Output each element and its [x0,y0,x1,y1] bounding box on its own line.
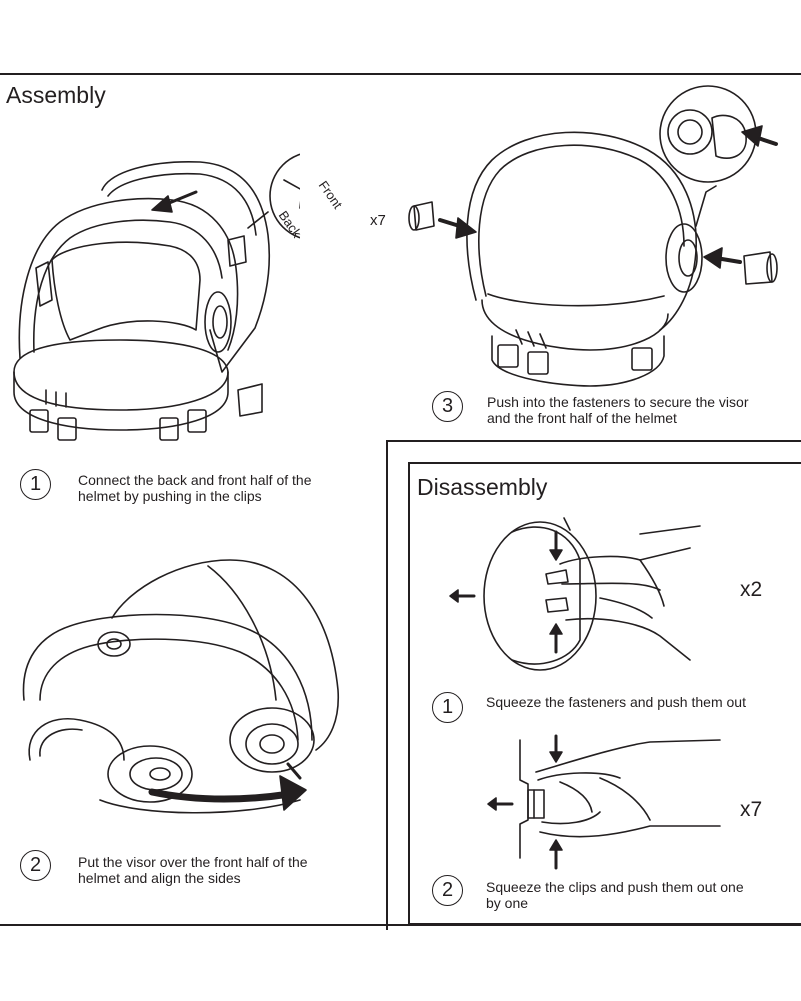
assembly-step-1-number: 1 [20,469,51,500]
helmet-fastener-illustration [408,85,778,387]
fastener-removal-illustration [449,517,701,671]
assembly-right-divider [386,440,801,930]
visor-placement-illustration [22,559,340,814]
assembly-step-1-line2: helmet by pushing in the clips [78,488,262,504]
helmet-halves-illustration [13,153,300,441]
disassembly-step-1-line1: Squeeze the fasteners and push them out [486,694,746,710]
disassembly-step-1-caption: Squeeze the fasteners and push them out [486,694,746,710]
fastener-count: x2 [740,578,763,601]
disassembly-step-2-caption: Squeeze the clips and push them out one … [486,879,744,911]
assembly-panel [0,73,801,926]
disassembly-title: Disassembly [417,474,548,500]
assembly-title: Assembly [6,82,106,108]
assembly-step-1-line1: Connect the back and front half of the [78,472,312,488]
clip-count: x7 [740,798,763,821]
disassembly-step-2-line2: by one [486,895,529,911]
assembly-step-2-line2: helmet and align the sides [78,870,241,886]
assembly-step-3-number: 3 [432,391,463,422]
assembly-step-2-number: 2 [20,850,51,881]
disassembly-step-1-number: 1 [432,692,463,723]
clip-removal-illustration [487,734,721,870]
disassembly-panel [408,462,801,925]
assembly-clip-count: x7 [370,212,386,229]
assembly-step-1-caption: Connect the back and front half of the h… [78,472,312,504]
assembly-step-2-caption: Put the visor over the front half of the… [78,854,308,886]
assembly-step-2-line1: Put the visor over the front half of the [78,854,308,870]
disassembly-step-2-line1: Squeeze the clips and push them out one [486,879,744,895]
assembly-step-3-caption: Push into the fasteners to secure the vi… [487,394,748,426]
assembly-step-3-line2: and the front half of the helmet [487,410,677,426]
assembly-step-3-line1: Push into the fasteners to secure the vi… [487,394,749,410]
disassembly-step-2-number: 2 [432,875,463,906]
